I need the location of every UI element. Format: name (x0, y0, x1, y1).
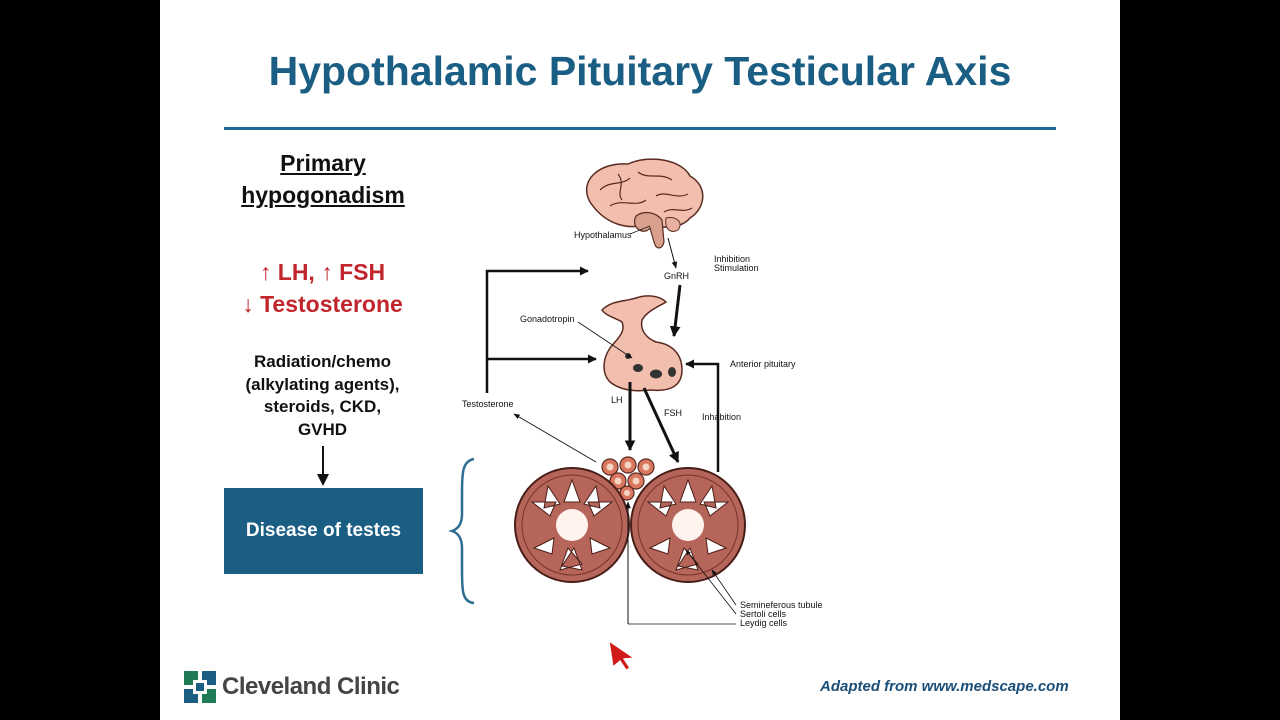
hormone-line-2: ↓ Testosterone (242, 291, 403, 317)
label-leydig: Leydig cells (740, 618, 788, 628)
label-testosterone: Testosterone (462, 399, 514, 409)
subheading-line-1: Primary (280, 150, 366, 176)
subheading-line-2: hypogonadism (241, 182, 405, 208)
mouse-pointer-icon (608, 639, 636, 670)
cleveland-clinic-logo-icon (184, 671, 216, 703)
label-seminiferous: Semineferous tubule (740, 600, 823, 610)
hpt-axis-diagram: Hypothalamus GnRH Inhibition Stimulation… (462, 158, 823, 628)
label-lh: LH (611, 395, 623, 405)
causes-line-2: (alkylating agents), (245, 374, 400, 394)
disease-box: Disease of testes (224, 488, 423, 574)
label-inhabition: Inhabition (702, 412, 741, 422)
brain-illustration (585, 158, 704, 249)
label-gonadotropin: Gonadotropin (520, 314, 575, 324)
pituitary-illustration (601, 295, 683, 392)
label-sertoli: Sertoli cells (740, 609, 787, 619)
slide: Hypothalamic Pituitary Testicular Axis P… (160, 0, 1120, 720)
disease-box-label: Disease of testes (245, 520, 402, 541)
causes-line-4: GVHD (297, 419, 348, 439)
legend-stimulation: Stimulation (714, 263, 759, 273)
hormone-levels: ↑ LH, ↑ FSH ↓ Testosterone (215, 256, 430, 320)
cleveland-clinic-logo: Cleveland Clinic (184, 671, 400, 703)
label-fsh: FSH (664, 408, 682, 418)
testis-cross-section-left (514, 467, 630, 583)
subheading: Primary hypogonadism (223, 147, 423, 211)
down-arrow-icon (317, 446, 329, 486)
legend-inhibition: Inhibition (714, 254, 750, 264)
testis-cross-section-right (630, 467, 746, 583)
label-hypothalamus: Hypothalamus (574, 230, 632, 240)
causes-text: Radiation/chemo (alkylating agents), ste… (220, 351, 425, 441)
label-gnrh: GnRH (664, 271, 689, 281)
title-divider (224, 127, 1056, 130)
causes-line-3: steroids, CKD, (263, 397, 382, 416)
causes-line-1: Radiation/chemo (254, 352, 391, 371)
hormone-line-1: ↑ LH, ↑ FSH (259, 259, 386, 285)
logo-text: Cleveland Clinic (222, 673, 400, 700)
curly-brace-icon (448, 457, 475, 605)
page-title: Hypothalamic Pituitary Testicular Axis (268, 48, 1012, 94)
label-anterior-pituitary: Anterior pituitary (730, 359, 796, 369)
source-credit: Adapted from www.medscape.com (820, 678, 1069, 695)
leydig-cells (601, 456, 655, 501)
